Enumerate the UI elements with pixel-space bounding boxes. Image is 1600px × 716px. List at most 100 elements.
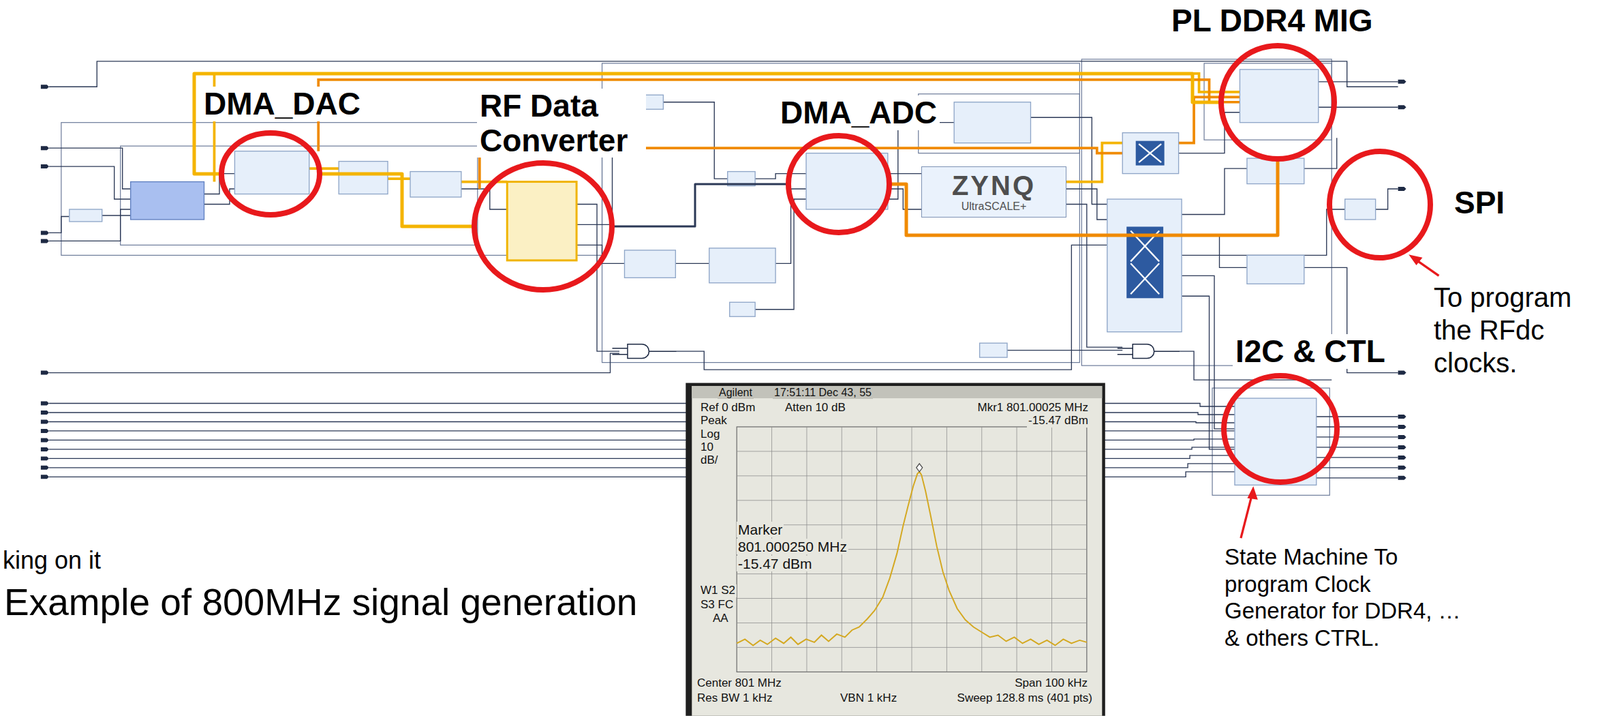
signal-wire	[755, 173, 807, 179]
marker-readout: -15.47 dBm	[1026, 414, 1090, 428]
red-ring	[1329, 151, 1431, 258]
signal-wire	[1316, 416, 1399, 478]
red-ring	[1221, 45, 1335, 159]
dma-dac-callout: DMA_DAC	[218, 130, 323, 218]
analyzer-readout: Center 801 MHz	[695, 676, 783, 690]
ip-block	[234, 151, 309, 195]
axi-bus	[309, 166, 339, 170]
analyzer-readout: Sweep 128.8 ms (401 pts)	[956, 691, 1094, 705]
marker-readout: Mkr1 801.00025 MHz	[975, 401, 1090, 415]
ip-block	[1107, 198, 1182, 332]
annotation-note: To program the RFdc clocks.	[1433, 280, 1591, 379]
ip-block	[1122, 132, 1179, 174]
signal-wire	[675, 263, 709, 264]
port-symbol	[1398, 79, 1407, 375]
bus-connector	[319, 173, 475, 227]
port-symbol	[40, 84, 50, 375]
analyzer-readout: Ref 0 dBm	[699, 401, 757, 415]
zynq-block: ZYNQUltraSCALE+	[921, 166, 1067, 218]
spectrum-analyzer-photo	[691, 385, 1102, 716]
callout-heading: DMA_DAC	[201, 86, 364, 122]
ip-block	[1239, 69, 1318, 123]
annotation-note: State Machine To program Clock Generator…	[1224, 543, 1464, 651]
analyzer-brand: Agilent	[717, 386, 754, 399]
hierarchy-outline	[602, 63, 1081, 363]
signal-wire	[1181, 168, 1248, 214]
ip-block	[506, 181, 577, 261]
signal-wire	[1181, 234, 1248, 268]
spectrum-analyzer-photo	[916, 463, 923, 472]
marker-readout: -15.47 dBm	[736, 555, 814, 572]
interconnect-symbol	[1135, 141, 1165, 166]
spectrum-analyzer-photo	[736, 426, 1087, 672]
red-ring	[788, 135, 890, 233]
analyzer-readout: AA	[711, 611, 730, 625]
marker-readout: Marker	[736, 521, 784, 537]
interconnect-symbol	[1126, 141, 1164, 299]
callout-circle	[785, 132, 892, 236]
and-gate	[1132, 344, 1154, 359]
ip-block	[69, 209, 103, 222]
leader-arrow	[1240, 494, 1252, 538]
ip-block	[709, 248, 776, 283]
callout-circle	[1221, 372, 1340, 485]
hierarchy-outline	[918, 94, 1081, 154]
port-symbol	[40, 401, 50, 480]
signal-wire	[1181, 209, 1346, 255]
signal-wire	[1181, 295, 1235, 450]
signal-wire	[663, 102, 728, 179]
red-ring	[1223, 375, 1337, 482]
ip-block	[729, 301, 756, 317]
bullet-fragment: king on it	[2, 545, 101, 575]
analyzer-readout: Log	[699, 427, 721, 441]
hierarchy-outline	[1081, 59, 1332, 366]
analyzer-readout: W1 S2	[699, 583, 737, 597]
callout-circle	[471, 160, 615, 293]
callout-heading: PL DDR4 MIG	[1168, 3, 1376, 39]
ddr4-mig-callout: PL DDR4 MIG	[1218, 42, 1337, 162]
ip-block	[806, 153, 888, 210]
ip-block	[624, 250, 676, 278]
ip-block	[1345, 198, 1376, 220]
spectrum-analyzer-photo	[685, 382, 1105, 716]
callout-heading: RF Data Converter	[477, 88, 646, 158]
logo-word: ZYNQ	[951, 171, 1036, 200]
analyzer-readout: Res BW 1 kHz	[695, 691, 775, 705]
analyzer-readout: S3 FC	[699, 598, 735, 612]
ip-block	[338, 161, 388, 195]
ip-block	[130, 181, 205, 220]
signal-wire	[49, 166, 131, 199]
leader-arrow	[1240, 256, 1440, 538]
signal-wire	[49, 209, 131, 241]
ip-block	[410, 171, 462, 197]
ip-block	[954, 102, 1031, 144]
port-symbol	[40, 79, 1407, 480]
analyzer-readout: dB/	[699, 453, 720, 467]
ip-block	[1247, 254, 1305, 284]
callout-heading: SPI	[1451, 185, 1508, 221]
signal-wire	[49, 352, 620, 373]
red-ring	[221, 132, 320, 215]
signal-wire	[1318, 106, 1399, 108]
callout-heading: I2C & CTL	[1232, 333, 1389, 369]
signal-wire	[887, 173, 922, 174]
interconnect-symbol	[1138, 143, 1162, 163]
red-ring	[474, 162, 612, 290]
axi-bus	[318, 79, 1240, 152]
ip-block	[69, 69, 1376, 485]
port-symbol	[1398, 414, 1407, 480]
and-gate	[627, 344, 649, 359]
spectrum-analyzer-photo	[736, 471, 1087, 646]
callout-circle	[1326, 148, 1434, 261]
dma-adc-callout: DMA_ADC	[785, 132, 892, 236]
marker-readout: 801.000250 MHz	[736, 538, 849, 555]
slide-bullet: Example of 800MHz signal generation	[4, 579, 638, 625]
axi-bus	[387, 177, 411, 180]
i2c-ctl-callout: I2C & CTL	[1221, 372, 1340, 485]
ip-block	[1247, 158, 1305, 184]
signal-wire	[49, 216, 70, 233]
spectrum-analyzer-photo	[736, 426, 1087, 672]
and-gate	[611, 348, 1180, 355]
bus-connector	[611, 183, 789, 227]
